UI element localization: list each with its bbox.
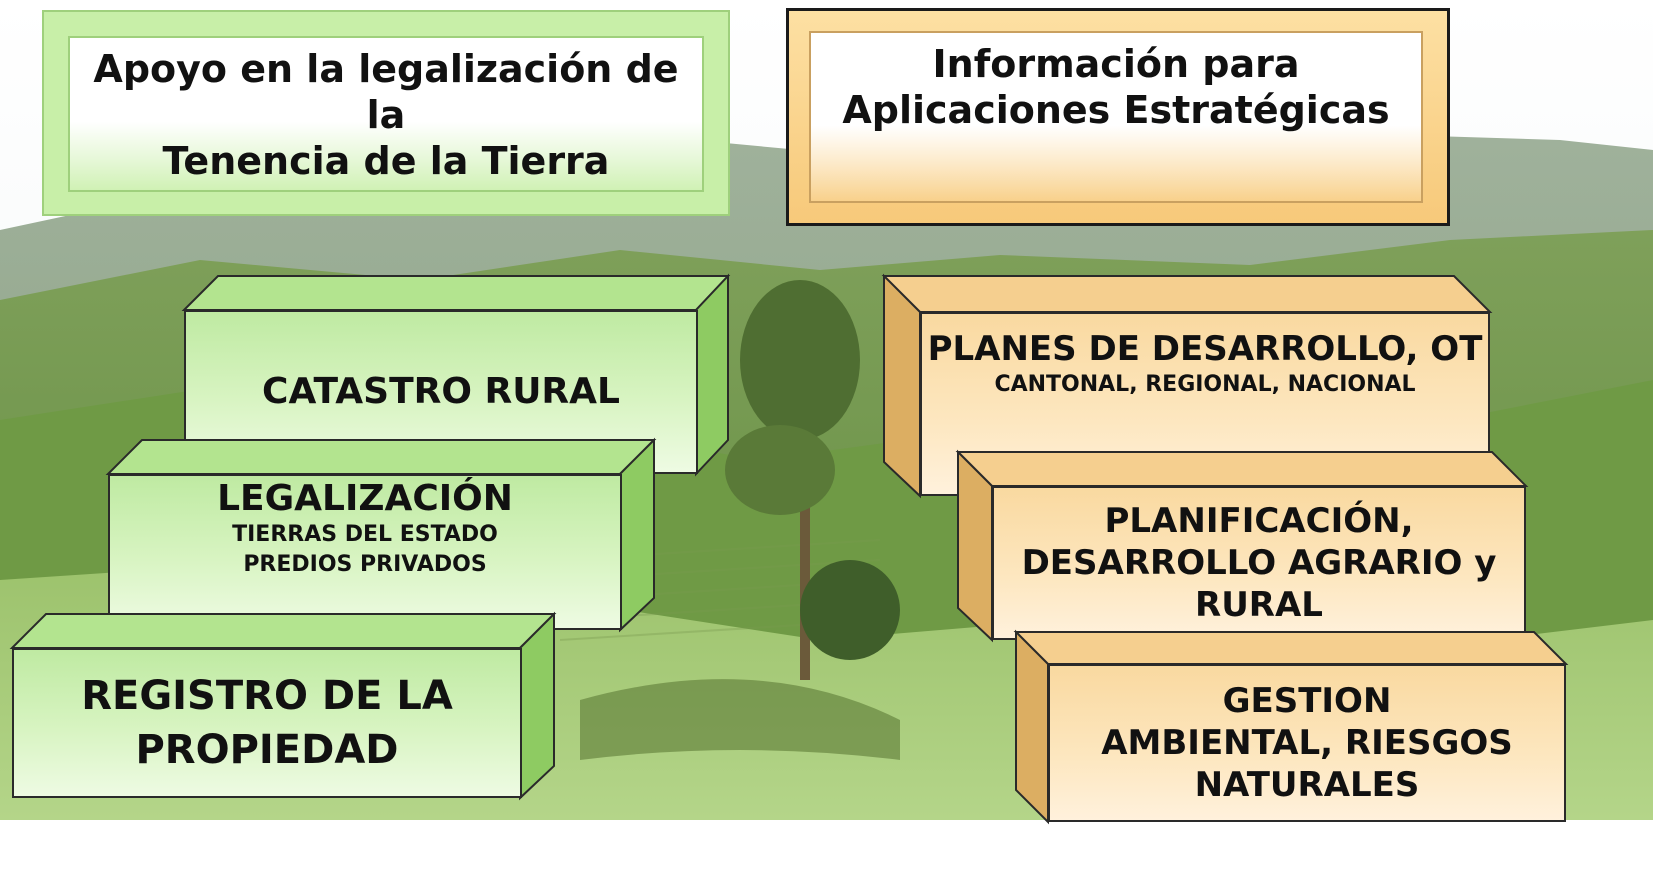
box-legalizacion-front: LEGALIZACIÓN TIERRAS DEL ESTADO PREDIOS … [108, 474, 622, 630]
box-legalizacion-faces [105, 437, 657, 633]
right-header-panel: Información para Aplicaciones Estratégic… [786, 8, 1450, 226]
box-legalizacion: LEGALIZACIÓN TIERRAS DEL ESTADO PREDIOS … [105, 437, 657, 633]
left-header-panel: Apoyo en la legalización de la Tenencia … [42, 10, 730, 216]
legalizacion-subtitle-2: PREDIOS PRIVADOS [243, 552, 487, 577]
planes-desarrollo-subtitle: CANTONAL, REGIONAL, NACIONAL [994, 372, 1416, 397]
legalizacion-subtitle-1: TIERRAS DEL ESTADO [232, 522, 498, 547]
box-gestion-ambiental-faces [1013, 629, 1569, 825]
box-registro-propiedad: REGISTRO DE LA PROPIEDAD [9, 611, 557, 801]
catastro-rural-title: CATASTRO RURAL [262, 371, 620, 412]
registro-propiedad-title: REGISTRO DE LA PROPIEDAD [81, 673, 453, 773]
planes-desarrollo-title: PLANES DE DESARROLLO, OT [927, 329, 1483, 369]
box-planificacion-faces [955, 449, 1529, 643]
box-planes-desarrollo-faces [881, 273, 1493, 499]
box-gestion-ambiental-front: GESTION AMBIENTAL, RIESGOS NATURALES [1048, 664, 1566, 822]
box-registro-propiedad-front: REGISTRO DE LA PROPIEDAD [12, 648, 522, 798]
left-header-title: Apoyo en la legalización de la Tenencia … [93, 47, 679, 183]
left-header-inner: Apoyo en la legalización de la Tenencia … [68, 36, 704, 192]
box-catastro-rural-faces [181, 273, 731, 477]
right-header-inner: Información para Aplicaciones Estratégic… [809, 31, 1423, 203]
legalizacion-title: LEGALIZACIÓN [217, 478, 513, 519]
box-planificacion: PLANIFICACIÓN, DESARROLLO AGRARIO y RURA… [955, 449, 1529, 643]
box-gestion-ambiental: GESTION AMBIENTAL, RIESGOS NATURALES [1013, 629, 1569, 825]
right-header-title: Información para Aplicaciones Estratégic… [842, 42, 1390, 132]
gestion-ambiental-title: GESTION AMBIENTAL, RIESGOS NATURALES [1101, 681, 1513, 805]
planificacion-title: PLANIFICACIÓN, DESARROLLO AGRARIO y RURA… [1021, 501, 1497, 625]
box-planificacion-front: PLANIFICACIÓN, DESARROLLO AGRARIO y RURA… [992, 486, 1526, 640]
